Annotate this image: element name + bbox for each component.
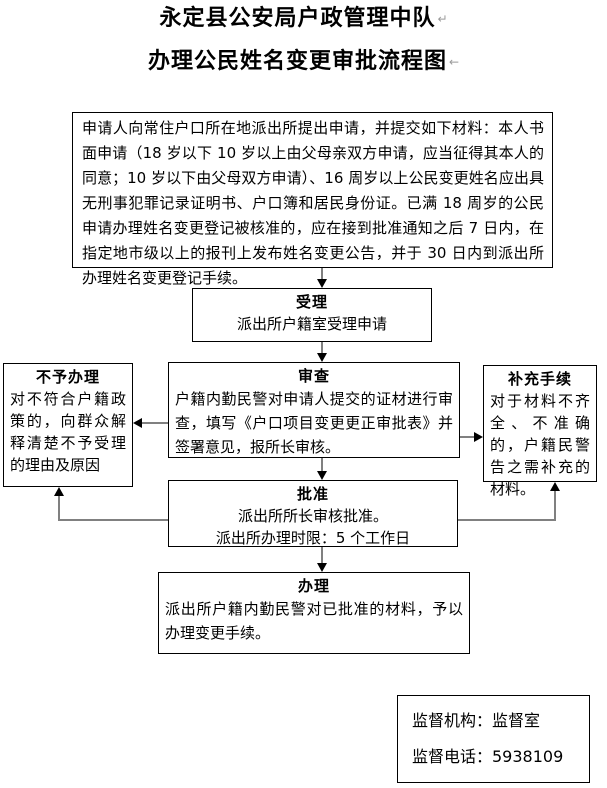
accept-box: 受理 派出所户籍室受理申请 bbox=[192, 288, 432, 342]
connector-review-to-reject-line bbox=[142, 422, 168, 424]
approve-box: 批准 派出所所长审核批准。 派出所办理时限：5 个工作日 bbox=[168, 480, 458, 547]
connector-approve-to-supplement-hline bbox=[458, 519, 556, 521]
reject-title: 不予办理 bbox=[35, 368, 100, 386]
page-title-line2: 办理公民姓名变更审批流程图← bbox=[0, 47, 607, 77]
reject-body: 对不符合户籍政策的，向群众解释清楚不予受理的理由及原因 bbox=[10, 390, 126, 474]
supervision-box: 监督机构：监督室 监督电话：5938109 bbox=[397, 695, 590, 783]
arrowhead-down-icon bbox=[317, 353, 327, 362]
page-title-line1: 永定县公安局户政管理中队↵ bbox=[0, 4, 607, 34]
connector-intro-to-accept-line bbox=[321, 268, 323, 280]
arrowhead-right-icon bbox=[474, 432, 483, 442]
supplement-body: 对于材料不齐全、不准确的，户籍民警告之需补充的材料。 bbox=[490, 392, 590, 498]
paragraph-mark-icon: ← bbox=[448, 55, 460, 69]
approve-title: 批准 bbox=[296, 485, 329, 503]
connector-approve-to-reject-hline bbox=[59, 519, 168, 521]
intro-text: 申请人向常住户口所在地派出所提出申请，并提交如下材料：本人书面申请（18 岁以下… bbox=[82, 119, 544, 287]
arrowhead-down-icon bbox=[317, 563, 327, 572]
connector-review-to-supplement-line bbox=[460, 436, 474, 438]
title-text-line1: 永定县公安局户政管理中队 bbox=[159, 6, 436, 31]
supervision-phone: 监督电话：5938109 bbox=[412, 746, 564, 766]
connector-approve-to-reject-vline bbox=[58, 496, 60, 521]
approve-line2: 派出所办理时限：5 个工作日 bbox=[215, 529, 411, 547]
handle-body: 派出所户籍内勤民警对已批准的材料，予以办理变更手续。 bbox=[165, 600, 463, 642]
connector-approve-to-supplement-vline bbox=[554, 491, 556, 521]
arrowhead-down-icon bbox=[317, 279, 327, 288]
arrowhead-up-icon bbox=[550, 482, 560, 491]
doc-title: 永定县公安局户政管理中队↵ 办理公民姓名变更审批流程图← bbox=[0, 4, 607, 90]
supplement-title: 补充手续 bbox=[507, 370, 572, 388]
arrowhead-left-icon bbox=[133, 418, 142, 428]
approve-line1: 派出所所长审核批准。 bbox=[237, 507, 388, 525]
review-body: 户籍内勤民警对申请人提交的证材进行审查，填写《户口项目变更更正审批表》并签署意见… bbox=[175, 390, 453, 456]
connector-accept-to-review-line bbox=[321, 342, 323, 354]
supplement-box: 补充手续 对于材料不齐全、不准确的，户籍民警告之需补充的材料。 bbox=[483, 365, 597, 498]
accept-body: 派出所户籍室受理申请 bbox=[236, 315, 387, 333]
arrowhead-up-icon bbox=[54, 487, 64, 496]
paragraph-mark-icon: ↵ bbox=[437, 12, 448, 26]
arrowhead-down-icon bbox=[317, 471, 327, 480]
reject-box: 不予办理 对不符合户籍政策的，向群众解释清楚不予受理的理由及原因 bbox=[3, 363, 133, 487]
intro-box: 申请人向常住户口所在地派出所提出申请，并提交如下材料：本人书面申请（18 岁以下… bbox=[72, 112, 553, 287]
review-title: 审查 bbox=[297, 367, 330, 385]
connector-review-to-approve-line bbox=[321, 458, 323, 472]
review-box: 审查 户籍内勤民警对申请人提交的证材进行审查，填写《户口项目变更更正审批表》并签… bbox=[168, 362, 460, 458]
handle-box: 办理 派出所户籍内勤民警对已批准的材料，予以办理变更手续。 bbox=[158, 572, 470, 654]
supervision-org: 监督机构：监督室 bbox=[412, 711, 541, 731]
title-text-line2: 办理公民姓名变更审批流程图 bbox=[147, 49, 447, 74]
handle-title: 办理 bbox=[297, 577, 330, 595]
connector-approve-to-handle-line bbox=[321, 547, 323, 564]
accept-title: 受理 bbox=[295, 293, 328, 311]
